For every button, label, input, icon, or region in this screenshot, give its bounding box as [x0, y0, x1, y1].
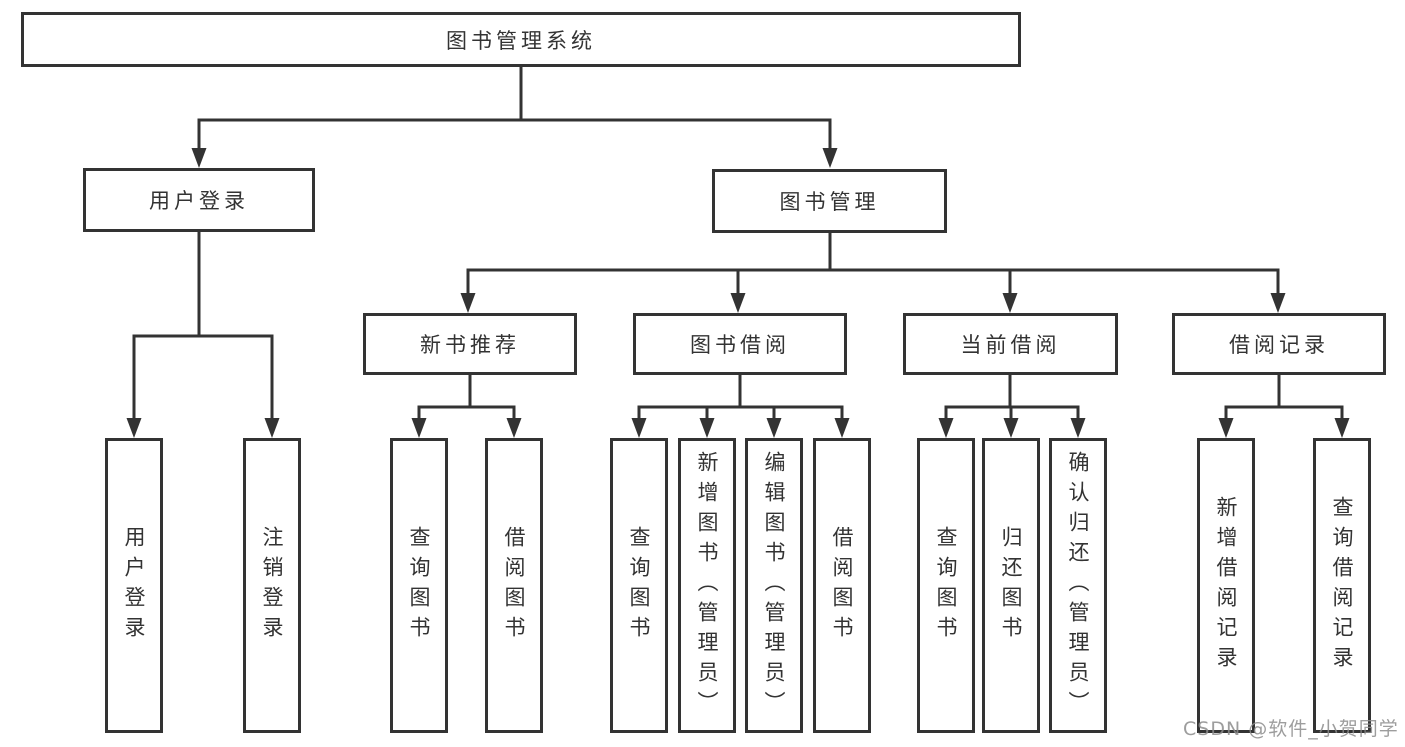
- node-library-management-system: 图书管理系统: [21, 12, 1021, 67]
- node-label: 用户登录: [122, 525, 146, 646]
- node-borrowing-records: 借阅记录: [1172, 313, 1386, 375]
- arrowhead: [264, 418, 280, 438]
- node-label: 查询图书: [407, 525, 431, 646]
- arrowhead: [460, 293, 476, 313]
- arrowhead: [1270, 293, 1286, 313]
- leaf-add-book-admin: 新增图书（管理员）: [678, 438, 736, 733]
- leaf-add-borrow-record: 新增借阅记录: [1197, 438, 1255, 733]
- node-label: 新增借阅记录: [1214, 495, 1238, 676]
- node-label: 借阅图书: [830, 525, 854, 646]
- leaf-query-books-3: 查询图书: [917, 438, 975, 733]
- arrowhead: [1002, 293, 1018, 313]
- leaf-return-book: 归还图书: [982, 438, 1040, 733]
- node-label: 图书管理系统: [446, 28, 596, 53]
- connector-new-book-recommend-to-leaves: [417, 373, 516, 420]
- leaf-edit-book-admin: 编辑图书（管理员）: [745, 438, 803, 733]
- leaf-logout: 注销登录: [243, 438, 301, 733]
- node-label: 图书管理: [779, 190, 880, 214]
- node-label: 注销登录: [260, 525, 284, 646]
- arrowhead: [411, 418, 427, 438]
- node-label: 查询借阅记录: [1330, 495, 1354, 676]
- arrowhead: [126, 418, 142, 438]
- arrowhead: [1218, 418, 1234, 438]
- node-current-borrowing: 当前借阅: [903, 313, 1118, 375]
- connector-current-borrowing-to-leaves: [944, 373, 1080, 420]
- node-label: 查询图书: [934, 525, 958, 646]
- node-label: 当前借阅: [960, 333, 1061, 357]
- arrowhead: [191, 148, 207, 168]
- leaf-query-borrow-record: 查询借阅记录: [1313, 438, 1371, 733]
- node-label: 用户登录: [149, 189, 249, 213]
- arrowhead: [506, 418, 522, 438]
- node-label: 借阅记录: [1229, 333, 1329, 357]
- leaf-query-books-2: 查询图书: [610, 438, 668, 733]
- arrowhead: [1003, 418, 1019, 438]
- connector-borrowing-records-to-leaves: [1224, 373, 1344, 420]
- leaf-borrow-books-1: 借阅图书: [485, 438, 543, 733]
- arrowhead: [1334, 418, 1350, 438]
- node-label: 新书推荐: [420, 333, 520, 357]
- arrowhead: [834, 418, 850, 438]
- arrowhead: [730, 293, 746, 313]
- connector-book-management-to-level3: [466, 231, 1280, 295]
- connector-book-borrowing-to-leaves: [637, 373, 844, 420]
- csdn-watermark: CSDN @软件_小贺同学: [1183, 718, 1399, 740]
- arrowhead: [938, 418, 954, 438]
- node-label: 图书借阅: [690, 333, 790, 357]
- node-label: 借阅图书: [502, 525, 526, 646]
- arrowhead: [766, 418, 782, 438]
- node-label: 查询图书: [627, 525, 651, 646]
- node-new-book-recommend: 新书推荐: [363, 313, 577, 375]
- arrowhead: [699, 418, 715, 438]
- node-book-borrowing: 图书借阅: [633, 313, 847, 375]
- connector-root-to-level2: [197, 65, 832, 150]
- node-label: 确认归还（管理员）: [1066, 450, 1090, 721]
- node-book-management: 图书管理: [712, 169, 947, 233]
- arrowhead: [1070, 418, 1086, 438]
- leaf-user-login: 用户登录: [105, 438, 163, 733]
- leaf-confirm-return-admin: 确认归还（管理员）: [1049, 438, 1107, 733]
- leaf-borrow-books-2: 借阅图书: [813, 438, 871, 733]
- node-user-login: 用户登录: [83, 168, 315, 232]
- leaf-query-books-1: 查询图书: [390, 438, 448, 733]
- arrowhead: [822, 148, 838, 168]
- arrowhead: [631, 418, 647, 438]
- connector-user-login-to-leaves: [132, 230, 274, 420]
- node-label: 新增图书（管理员）: [695, 450, 719, 721]
- node-label: 编辑图书（管理员）: [762, 450, 786, 721]
- node-label: 归还图书: [999, 525, 1023, 646]
